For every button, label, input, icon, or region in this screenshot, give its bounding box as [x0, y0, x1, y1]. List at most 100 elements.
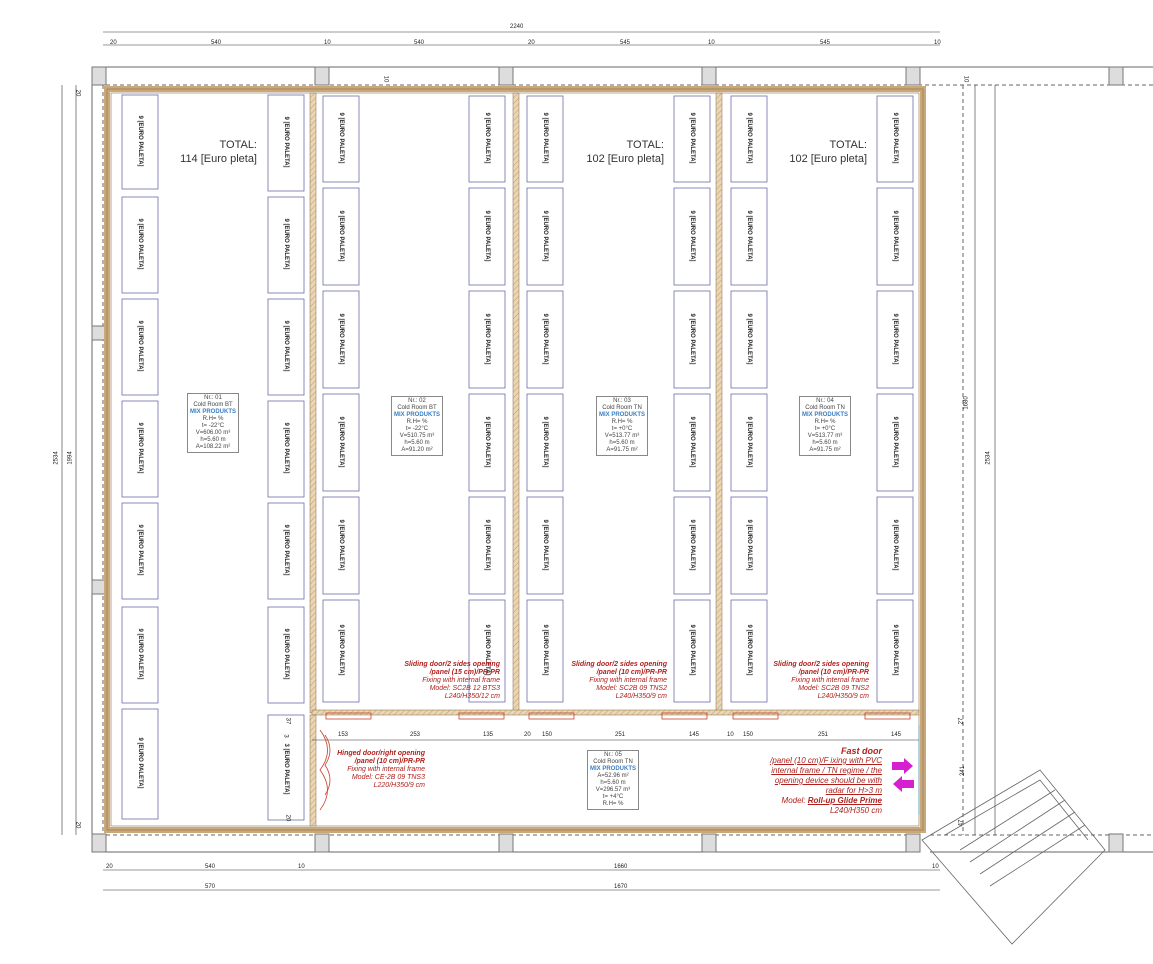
- pallet-slot: [526, 290, 564, 389]
- pallet-slot: [730, 496, 768, 595]
- dim-door-segment: 253: [410, 732, 421, 738]
- dim-misc-2: 10: [962, 75, 969, 83]
- pallet-label: 9 [EURO PALETA]: [689, 624, 695, 676]
- pallet-label: 9 [EURO PALETA]: [137, 115, 143, 167]
- pallet-label: 9 [EURO PALETA]: [892, 112, 898, 164]
- pallet-slot: [468, 496, 506, 595]
- room-line: V=513.77 m³: [807, 433, 843, 439]
- pallet-slot: [121, 196, 159, 294]
- pallet-label: 9 [EURO PALETA]: [137, 524, 143, 576]
- room-card-1: Nr.: 01 Cold Room BT MIX PRODUKTS R.H= %…: [187, 393, 239, 453]
- pallet-slot: [322, 496, 360, 595]
- pallet-label: 9 [EURO PALETA]: [892, 415, 898, 468]
- pallet-slot: [673, 496, 711, 595]
- room-line: A=108.22 m²: [195, 444, 231, 450]
- dim-right-b: 241: [960, 765, 967, 777]
- room-nr: Nr.: 02: [408, 398, 426, 404]
- pallet-slot: [526, 95, 564, 183]
- pallet-slot: [322, 290, 360, 389]
- room-line: A=91.75 m²: [606, 447, 638, 453]
- door-radar: radar for H>3 m: [825, 786, 882, 795]
- pallet-label: 9 [EURO PALETA]: [283, 320, 289, 372]
- dim-bottom-total: 1670: [614, 884, 628, 890]
- dimension-lines: [61, 31, 996, 891]
- pallet-label: 9 [EURO PALETA]: [542, 112, 548, 164]
- pallet-label: 9 [EURO PALETA]: [542, 312, 548, 365]
- dim-door-segment: 251: [615, 732, 626, 738]
- door-panel: /panel (10 cm)/PR-PR: [354, 758, 425, 765]
- door-fixing: Fixing with internal frame: [422, 677, 500, 684]
- dim-bottom-segment: 10: [298, 864, 305, 870]
- door-title: Sliding door/2 sides opening: [404, 661, 500, 668]
- total-room-1: TOTAL: 114 [Euro pleta]: [180, 138, 257, 166]
- dim-right-outer: 2534: [985, 451, 992, 465]
- room-line: V=513.77 m³: [604, 433, 640, 439]
- pallet-label: 9 [EURO PALETA]: [283, 524, 289, 576]
- room-line: h=5.60 m: [609, 440, 635, 446]
- pallet-slot: [267, 196, 305, 294]
- pallet-label: 9 [EURO PALETA]: [689, 518, 695, 571]
- dim-top-segment: 545: [820, 40, 831, 46]
- pallet-label: 9 [EURO PALETA]: [283, 218, 289, 270]
- pallet-label: 9 [EURO PALETA]: [542, 518, 548, 571]
- room-card-3: Nr.: 03 Cold Room TN MIX PRODUKTS R.H= %…: [596, 396, 648, 456]
- door-model: Roll-up Glide Prime: [807, 796, 882, 805]
- door-fixing: Fixing with internal frame: [589, 677, 667, 684]
- room-line: t= -22°C: [201, 423, 225, 429]
- dim-door-segment: 20: [524, 732, 531, 738]
- pallet-label: 9 [EURO PALETA]: [689, 312, 695, 365]
- room-product: MIX PRODUKTS: [393, 412, 440, 418]
- room-walls: [104, 86, 926, 833]
- pallet-label: 9 [EURO PALETA]: [689, 415, 695, 468]
- total-value: 114 [Euro pleta]: [180, 153, 257, 165]
- room-product: MIX PRODUKTS: [801, 412, 848, 418]
- pallet-label: 9 [EURO PALETA]: [746, 209, 752, 262]
- door-model: Model: CE-2B 09 TNS3: [351, 774, 425, 781]
- room-line: R.H= %: [814, 419, 836, 425]
- pallet-label: 9 [EURO PALETA]: [283, 422, 289, 474]
- dim-bottom-total: 570: [205, 884, 216, 890]
- door-title: Hinged door/right opening: [337, 750, 425, 757]
- pallet-label: 3 [EURO PALETA]: [283, 743, 289, 795]
- pallet-label: 9 [EURO PALETA]: [484, 518, 490, 571]
- dim-door-vertical: 37: [284, 717, 291, 725]
- room-line: R.H= %: [406, 419, 428, 425]
- room-line: t= +4°C: [602, 794, 624, 800]
- room-product: MIX PRODUKTS: [189, 409, 236, 415]
- pallet-label: 9 [EURO PALETA]: [338, 112, 344, 164]
- dim-left-outer: 2534: [53, 451, 60, 465]
- pallet-label: 9 [EURO PALETA]: [689, 209, 695, 262]
- pallet-slot: [876, 187, 914, 286]
- room-line: t= +0°C: [814, 426, 836, 432]
- dim-top-segment: 20: [528, 40, 535, 46]
- pallet-label: 9 [EURO PALETA]: [484, 312, 490, 365]
- pallet-label: 9 [EURO PALETA]: [137, 422, 143, 474]
- pallet-slot: [526, 187, 564, 286]
- total-value: 102 [Euro pleta]: [586, 153, 664, 165]
- door-size: L240/H350 cm: [829, 806, 882, 815]
- room-card-5: Nr.: 05 Cold Room TN MIX PRODUKTS A=52.9…: [587, 750, 639, 810]
- room-line: h=5.60 m: [812, 440, 838, 446]
- room-name: Cold Room BT: [193, 402, 233, 408]
- room-line: R.H= %: [202, 416, 224, 422]
- pallet-label: 9 [EURO PALETA]: [338, 209, 344, 262]
- dim-top-segment: 10: [708, 40, 715, 46]
- door-note-room-4: Sliding door/2 sides opening /panel (10 …: [757, 661, 869, 701]
- pallet-slot: [267, 502, 305, 600]
- dim-door-segment: 150: [743, 732, 754, 738]
- pallet-label: 9 [EURO PALETA]: [542, 624, 548, 676]
- door-title: Sliding door/2 sides opening: [773, 661, 869, 668]
- dim-door-segment: 145: [689, 732, 700, 738]
- pallet-slot: [322, 187, 360, 286]
- door-size: L240/H350/9 cm: [817, 693, 869, 700]
- door-model: Model: SC2B 09 TNS2: [798, 685, 869, 692]
- pallet-slot: [876, 496, 914, 595]
- total-label: TOTAL:: [626, 139, 665, 151]
- dim-door-segment: 150: [542, 732, 553, 738]
- total-value: 102 [Euro pleta]: [789, 153, 867, 165]
- door-note-room-3: Sliding door/2 sides opening /panel (10 …: [555, 661, 667, 701]
- dim-top-segment: 20: [110, 40, 117, 46]
- total-room-4: TOTAL: 102 [Euro pleta]: [783, 138, 867, 166]
- pallet-slot: [468, 393, 506, 492]
- loading-dock: [921, 769, 1106, 945]
